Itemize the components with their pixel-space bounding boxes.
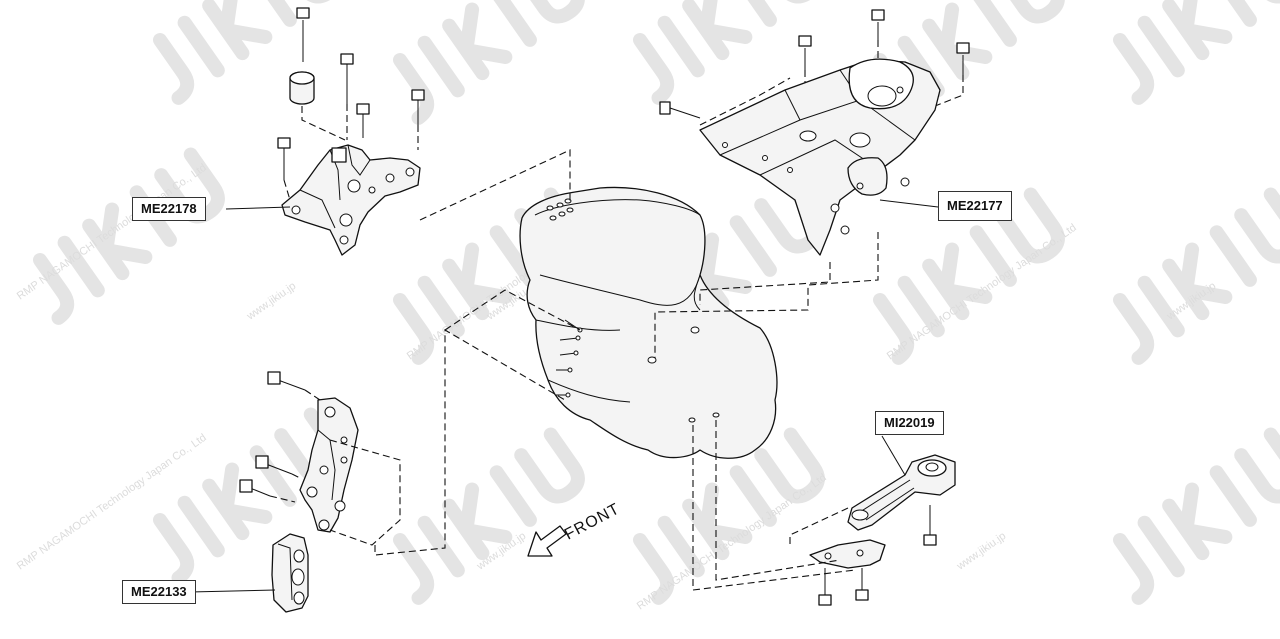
watermark-logo — [153, 0, 345, 105]
part-label-me22178: ME22178 — [132, 197, 206, 221]
watermark-logo — [153, 407, 345, 585]
leader-me22133 — [189, 589, 276, 593]
guide-line — [715, 420, 841, 581]
bolt — [277, 137, 291, 180]
watermark-company-text: RMP NAGAMOCHI Technology Japan Co., Ltd — [635, 472, 829, 613]
leader-me22178 — [225, 206, 291, 210]
leader-mi22019 — [881, 435, 906, 476]
watermark-logo — [633, 427, 825, 605]
bolt — [923, 505, 937, 546]
bracket-bottom-left — [239, 371, 359, 533]
leader-me22177 — [879, 199, 939, 208]
watermark-logo — [1113, 0, 1280, 105]
torque-rod-mi22019 — [789, 454, 956, 606]
bolt — [356, 103, 370, 138]
part-label-mi22019: MI22019 — [875, 411, 944, 435]
guide-line — [444, 289, 581, 331]
watermark-url-text: www.jikiu.jp — [244, 280, 298, 323]
mount-me22177 — [659, 9, 970, 256]
guide-line — [654, 232, 879, 358]
bolt — [659, 101, 701, 119]
bolt — [871, 9, 885, 40]
guide-line — [374, 329, 566, 556]
bolt — [340, 53, 354, 104]
bolt — [798, 35, 812, 70]
bolt — [855, 568, 869, 601]
mount-me22133 — [271, 533, 309, 613]
guide-line — [329, 439, 401, 546]
front-label: FRONT — [562, 500, 623, 543]
watermark-logo — [393, 427, 585, 605]
front-arrow — [527, 525, 567, 557]
bushing — [289, 71, 315, 105]
mount-me22178 — [277, 7, 425, 256]
watermark-url-text: www.jikiu.jp — [954, 530, 1008, 573]
watermark-logo — [393, 187, 585, 365]
guide-line — [699, 262, 831, 305]
bolt — [296, 7, 310, 62]
guide-line — [419, 149, 571, 221]
bolt — [411, 89, 425, 125]
watermark-logo — [1113, 187, 1280, 365]
watermark-company-text: RMP NAGAMOCHI Technology Japan Co., Ltd — [15, 162, 209, 303]
watermark-logo — [1113, 427, 1280, 605]
part-label-me22177: ME22177 — [938, 191, 1012, 221]
bolt — [239, 479, 271, 497]
watermark-logo — [873, 187, 1065, 365]
bolt — [255, 455, 293, 475]
bolt — [818, 568, 832, 606]
watermark-logo — [633, 0, 825, 105]
bolt — [267, 371, 306, 391]
watermark-logo — [33, 147, 225, 325]
engine-block — [519, 186, 778, 459]
bolt — [956, 42, 970, 75]
part-label-me22133: ME22133 — [122, 580, 196, 604]
watermark-logo — [393, 0, 585, 125]
guide-line — [692, 425, 856, 591]
